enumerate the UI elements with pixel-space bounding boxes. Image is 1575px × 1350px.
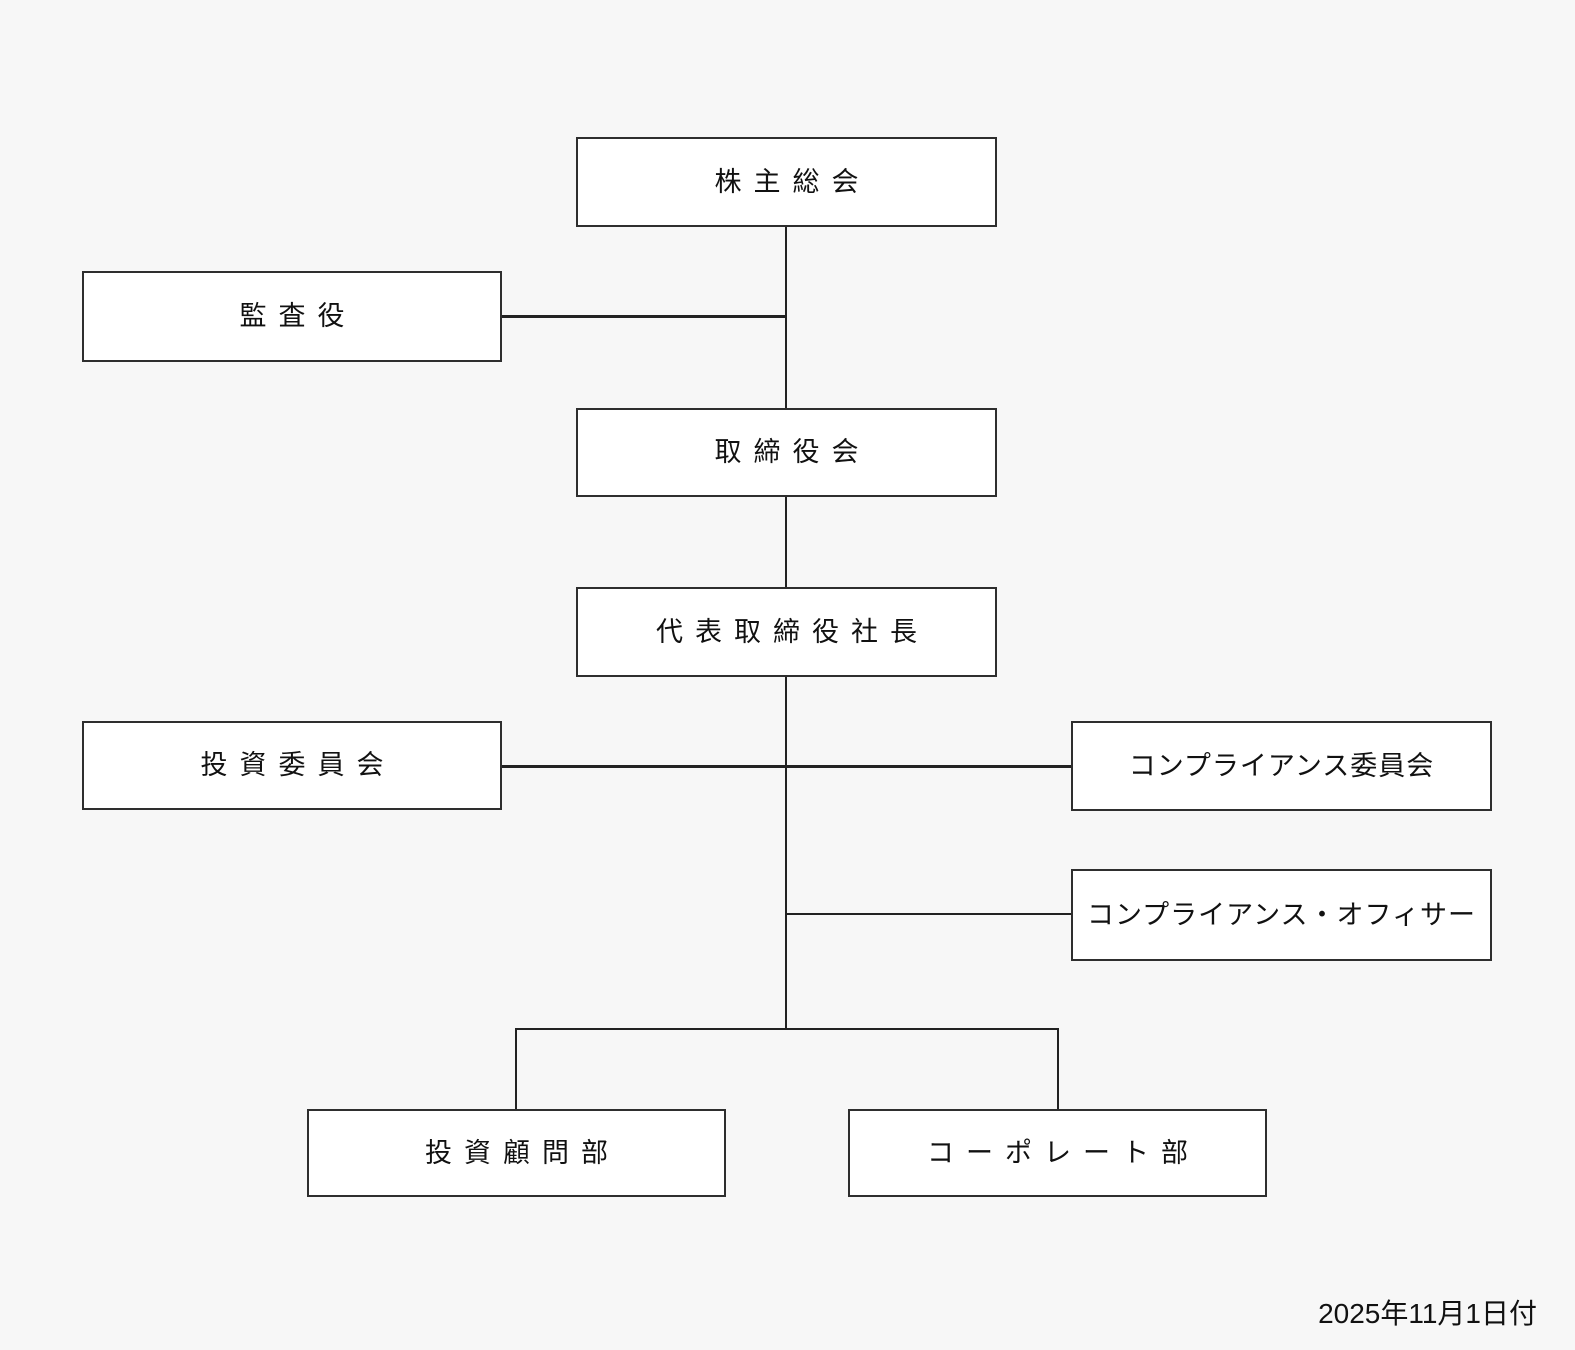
node-label-representative-president: 代表取締役社長	[656, 616, 929, 647]
node-corporate-dept: コーポレート部	[848, 1109, 1267, 1197]
connector-drop-corporate	[1057, 1028, 1059, 1109]
node-label-shareholders-meeting: 株主総会	[714, 166, 871, 197]
node-investment-advisory-dept: 投資顧問部	[307, 1109, 726, 1197]
node-representative-president: 代表取締役社長	[576, 587, 997, 677]
node-shareholders-meeting: 株主総会	[576, 137, 997, 227]
node-label-corporate-dept: コーポレート部	[927, 1137, 1200, 1168]
connector-auditor	[500, 315, 787, 318]
node-label-board-of-directors: 取締役会	[714, 437, 871, 467]
connector-compliance-officer	[786, 913, 1073, 915]
node-label-compliance-officer: コンプライアンス・オフィサー	[1086, 899, 1477, 930]
node-label-investment-committee: 投資委員会	[200, 750, 396, 780]
node-auditor: 監査役	[82, 271, 502, 362]
connector-president-spine	[785, 677, 787, 1030]
effective-date: 2025年11月1日付	[1318, 1298, 1537, 1329]
node-compliance-officer: コンプライアンス・オフィサー	[1071, 869, 1492, 961]
node-board-of-directors: 取締役会	[576, 408, 997, 497]
connector-board-to-president	[785, 497, 787, 587]
node-label-investment-advisory-dept: 投資顧問部	[425, 1137, 620, 1168]
node-label-compliance-committee: コンプライアンス委員会	[1128, 750, 1435, 781]
connector-drop-investment-advisory	[515, 1028, 517, 1109]
node-compliance-committee: コンプライアンス委員会	[1071, 721, 1492, 811]
connector-committees-cross	[500, 765, 1073, 768]
connector-departments-horizontal	[515, 1028, 1059, 1030]
node-investment-committee: 投資委員会	[82, 721, 502, 810]
node-label-auditor: 監査役	[239, 301, 357, 331]
